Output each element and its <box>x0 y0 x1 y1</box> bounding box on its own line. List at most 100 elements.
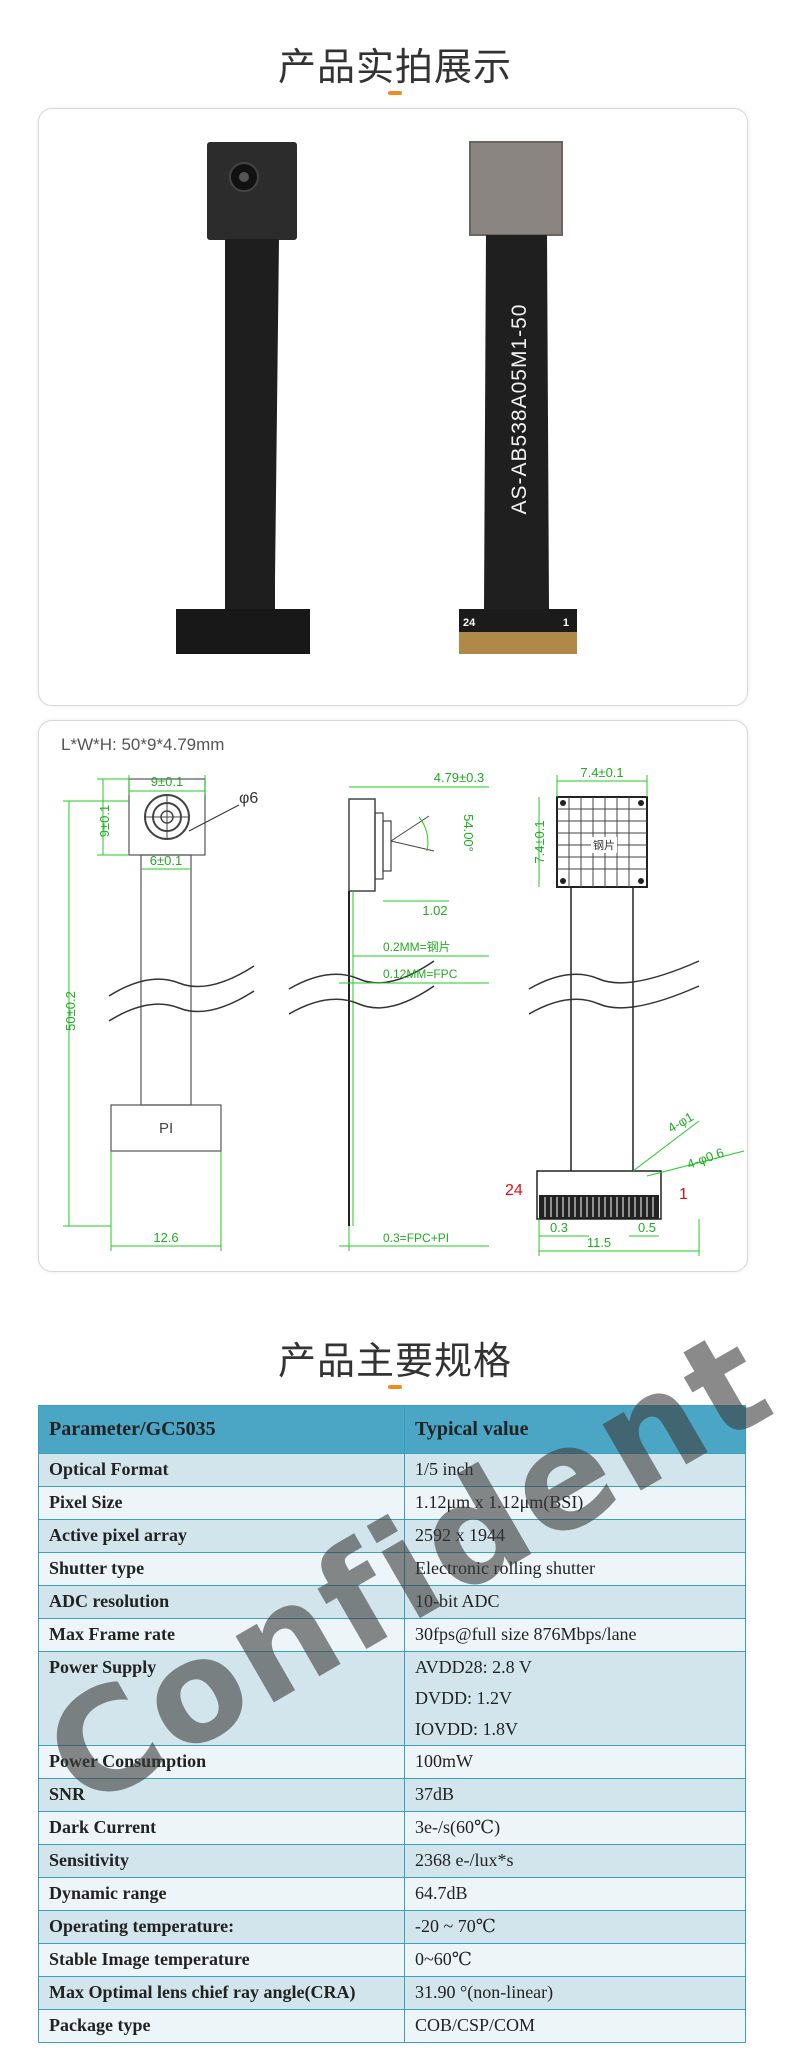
hole-dim-1: 4-φ1 <box>665 1109 696 1136</box>
title-accent-bar <box>388 1385 402 1389</box>
param-cell: SNR <box>38 1778 405 1812</box>
steel-plate-dim: 0.2MM=钢片 <box>383 940 451 954</box>
connector-width-dim: 11.5 <box>587 1235 611 1250</box>
fpc-thickness-dim: 0.12MM=FPC <box>383 967 458 981</box>
table-row: Max Optimal lens chief ray angle(CRA) 31.… <box>38 1976 746 2010</box>
back-width-dim: 7.4±0.1 <box>580 765 623 780</box>
param-cell: Active pixel array <box>38 1519 405 1553</box>
value-line: COB/CSP/COM <box>415 2015 536 2035</box>
front-width-dim: 9±0.1 <box>151 774 183 789</box>
dimensions-label: L*W*H: 50*9*4.79mm <box>61 735 225 754</box>
value-cell: 31.90 °(non-linear) <box>404 1976 746 2010</box>
value-line: 100mW <box>415 1751 473 1771</box>
param-cell: Max Frame rate <box>38 1618 405 1652</box>
pin-1-label: 1 <box>679 1186 688 1203</box>
table-row: Power Supply AVDD28: 2.8 V DVDD: 1.2V IOVDD… <box>38 1651 746 1746</box>
front-height-dim: 9±0.1 <box>97 805 112 837</box>
front-length-dim: 50±0.2 <box>63 991 78 1031</box>
value-line: 2592 x 1944 <box>415 1525 505 1545</box>
value-cell: 10-bit ADC <box>404 1585 746 1619</box>
back-module-photo: AS-AB538A05M1-50 24 1 <box>459 141 577 654</box>
value-cell: Electronic rolling shutter <box>404 1552 746 1586</box>
value-line: 31.90 °(non-linear) <box>415 1982 554 2002</box>
back-height-dim: 7.4±0.1 <box>532 820 547 863</box>
side-thickness-dim: 4.79±0.3 <box>434 770 485 785</box>
value-header: Typical value <box>404 1405 746 1454</box>
lens-diameter-dim: φ6 <box>239 790 258 807</box>
param-cell: Optical Format <box>38 1453 405 1487</box>
param-cell: Sensitivity <box>38 1844 405 1878</box>
table-header-row: Parameter/GC5035 Typical value <box>38 1405 746 1454</box>
photo-section-title: 产品实拍展示 <box>277 45 512 89</box>
value-line: 0~60℃ <box>415 1949 472 1969</box>
value-line: 1/5 inch <box>415 1459 474 1479</box>
value-line: 3e-/s(60℃) <box>415 1817 501 1837</box>
value-cell: 0~60℃ <box>404 1943 746 1977</box>
value-cell: 64.7dB <box>404 1877 746 1911</box>
front-module-photo <box>176 142 310 654</box>
spec-table: Parameter/GC5035 Typical value Optical F… <box>38 1405 746 2043</box>
value-cell: AVDD28: 2.8 V DVDD: 1.2V IOVDD: 1.8V <box>404 1651 746 1746</box>
param-cell: Pixel Size <box>38 1486 405 1520</box>
param-cell: Package type <box>38 2009 405 2043</box>
value-line: 30fps@full size 876Mbps/lane <box>415 1624 637 1644</box>
value-cell: 1/5 inch <box>404 1453 746 1487</box>
product-photo-card: AS-AB538A05M1-50 24 1 <box>38 108 748 706</box>
module-marking-label: AS-AB538A05M1-50 <box>508 304 531 515</box>
table-row: Max Frame rate 30fps@full size 876Mbps/la… <box>38 1618 746 1652</box>
value-line: IOVDD: 1.8V <box>415 1719 518 1739</box>
hole-dim-2: 4-φ0.6 <box>685 1145 726 1172</box>
value-line: 37dB <box>415 1784 455 1804</box>
side-view-drawing: 4.79±0.3 54.00° 1.02 0.2MM=钢片 0.12MM=FPC… <box>288 770 489 1251</box>
pin-end-label: 1 <box>563 617 569 629</box>
value-cell: 3e-/s(60℃) <box>404 1811 746 1845</box>
param-cell: Power Consumption <box>38 1745 405 1779</box>
table-row: Package type COB/CSP/COM <box>38 2009 746 2043</box>
value-line: AVDD28: 2.8 V <box>415 1657 532 1677</box>
side-angle-dim: 54.00° <box>461 814 476 852</box>
param-cell: Dynamic range <box>38 1877 405 1911</box>
side-step-dim: 1.02 <box>422 903 447 918</box>
param-header: Parameter/GC5035 <box>38 1405 405 1454</box>
title-accent-bar <box>388 91 402 95</box>
table-row: SNR 37dB <box>38 1778 746 1812</box>
table-row: Dynamic range 64.7dB <box>38 1877 746 1911</box>
param-cell: Power Supply <box>38 1651 405 1746</box>
product-photo: AS-AB538A05M1-50 24 1 <box>176 141 577 654</box>
value-cell: 37dB <box>404 1778 746 1812</box>
table-row: Operating temperature: -20 ~ 70℃ <box>38 1910 746 1944</box>
pin-pitch-dim: 0.3 <box>550 1220 568 1235</box>
steel-plate-label: 钢片 <box>593 839 615 852</box>
value-cell: 1.12μm x 1.12μm(BSI) <box>404 1486 746 1520</box>
value-line: -20 ~ 70℃ <box>415 1916 496 1936</box>
value-cell: COB/CSP/COM <box>404 2009 746 2043</box>
table-row: Optical Format 1/5 inch <box>38 1453 746 1487</box>
front-inner-dim: 6±0.1 <box>150 853 182 868</box>
value-line: 2368 e-/lux*s <box>415 1850 514 1870</box>
value-cell: 2592 x 1944 <box>404 1519 746 1553</box>
param-cell: Shutter type <box>38 1552 405 1586</box>
pin-24-label: 24 <box>505 1182 523 1199</box>
value-cell: 2368 e-/lux*s <box>404 1844 746 1878</box>
value-cell: 100mW <box>404 1745 746 1779</box>
param-cell: Max Optimal lens chief ray angle(CRA) <box>38 1976 405 2010</box>
value-line: 64.7dB <box>415 1883 468 1903</box>
pin-start-label: 24 <box>463 617 476 629</box>
value-line: 10-bit ADC <box>415 1591 500 1611</box>
table-row: Pixel Size 1.12μm x 1.12μm(BSI) <box>38 1486 746 1520</box>
value-cell: -20 ~ 70℃ <box>404 1910 746 1944</box>
value-cell: 30fps@full size 876Mbps/lane <box>404 1618 746 1652</box>
param-cell: Operating temperature: <box>38 1910 405 1944</box>
value-line: DVDD: 1.2V <box>415 1688 512 1708</box>
edge-dim: 0.5 <box>638 1220 656 1235</box>
table-row: Dark Current 3e-/s(60℃) <box>38 1811 746 1845</box>
spec-section-title: 产品主要规格 <box>277 1339 512 1383</box>
value-line: 1.12μm x 1.12μm(BSI) <box>415 1492 584 1512</box>
pi-label: PI <box>159 1120 173 1137</box>
table-row: Power Consumption 100mW <box>38 1745 746 1779</box>
dimension-drawing: 9±0.1 9±0.1 φ6 6±0.1 50±0.2 PI 12.6 <box>63 765 745 1256</box>
param-cell: Dark Current <box>38 1811 405 1845</box>
